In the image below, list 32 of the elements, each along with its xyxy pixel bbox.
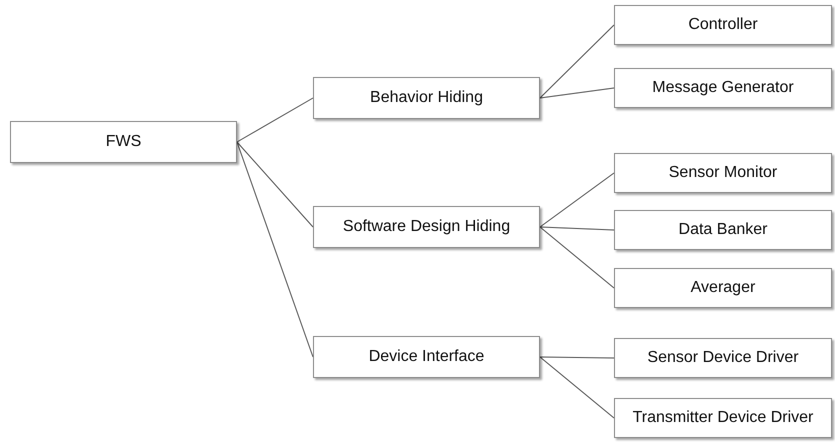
tree-box bbox=[313, 206, 540, 248]
box-label: Transmitter Device Driver bbox=[632, 408, 814, 428]
box-label: Data Banker bbox=[678, 220, 768, 240]
tree-box bbox=[614, 153, 832, 193]
tree-box bbox=[10, 121, 237, 163]
connector-line bbox=[540, 172, 614, 228]
box-label: Sensor Monitor bbox=[668, 163, 778, 183]
connector-line bbox=[236, 142, 314, 358]
box-label: Device Interface bbox=[368, 347, 484, 367]
tree-box bbox=[614, 5, 832, 45]
connector-line bbox=[540, 88, 614, 98]
connector-line bbox=[236, 142, 314, 228]
tree-box bbox=[313, 77, 540, 119]
box-label: FWS bbox=[106, 132, 142, 152]
box-label: Software Design Hiding bbox=[342, 217, 510, 237]
box-label: Message Generator bbox=[652, 78, 794, 98]
connector-line bbox=[540, 356, 614, 418]
tree-box bbox=[614, 398, 832, 438]
connector-line bbox=[540, 226, 614, 288]
connector-line bbox=[540, 356, 614, 358]
box-label: Behavior Hiding bbox=[370, 88, 483, 108]
connector-line bbox=[540, 24, 614, 98]
tree-box bbox=[614, 268, 832, 308]
connector-line bbox=[540, 226, 614, 230]
connector-line bbox=[236, 98, 314, 142]
tree-box bbox=[614, 210, 832, 250]
box-label: Controller bbox=[688, 15, 758, 35]
box-label: Averager bbox=[690, 278, 756, 298]
tree-box bbox=[614, 68, 832, 108]
tree-box bbox=[313, 336, 540, 378]
box-label: Sensor Device Driver bbox=[647, 348, 799, 368]
tree-box bbox=[614, 338, 832, 378]
